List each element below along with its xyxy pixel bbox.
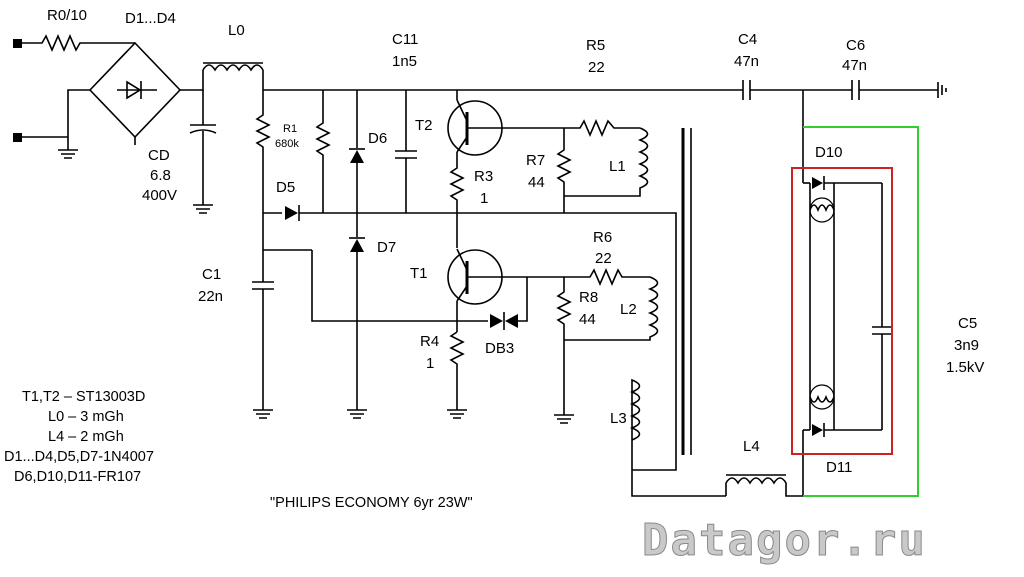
- c11-capacitor: [395, 90, 417, 213]
- label-r4-value: 1: [426, 355, 434, 372]
- c1-capacitor: [252, 213, 312, 419]
- l1-inductor: [564, 127, 649, 197]
- lamp-highlight-red: [791, 167, 893, 455]
- label-c4-value: 47n: [734, 53, 759, 70]
- label-r5-value: 22: [588, 59, 605, 76]
- label-c4: C4: [738, 31, 757, 48]
- bridge-rectifier: [88, 41, 182, 139]
- label-r6: R6: [593, 229, 612, 246]
- label-c5: C5: [958, 315, 977, 332]
- label-r0: R0/10: [47, 7, 87, 24]
- label-c1: C1: [202, 266, 221, 283]
- r0-resistor: [22, 33, 112, 53]
- label-d10: D10: [815, 144, 843, 161]
- label-r5: R5: [586, 37, 605, 54]
- c4-capacitor: [742, 80, 852, 100]
- label-c1-value: 22n: [198, 288, 223, 305]
- label-db3: DB3: [485, 340, 514, 357]
- l3-inductor: [629, 378, 726, 497]
- label-l3: L3: [610, 410, 627, 427]
- label-t1: T1: [410, 265, 428, 282]
- label-r8: R8: [579, 289, 598, 306]
- note-1: T1,T2 – ST13003D: [22, 389, 145, 405]
- d5-diode: [285, 205, 300, 221]
- label-cd-value1: 6.8: [150, 167, 171, 184]
- c5-capacitor: [872, 183, 892, 430]
- note-2: L0 – 3 mGh: [48, 409, 124, 425]
- watermark: Datagor.ru: [642, 515, 927, 566]
- cd-capacitor: [189, 124, 217, 214]
- r8-resistor: [556, 277, 572, 415]
- label-c11: C11: [392, 31, 418, 48]
- r5-resistor: [564, 118, 640, 138]
- c6-capacitor: [851, 80, 947, 100]
- resistor-2: [315, 90, 331, 213]
- r3-resistor: [449, 152, 465, 213]
- r6-resistor: [564, 267, 650, 287]
- input-terminal-2: [13, 133, 22, 142]
- t1-transistor: [447, 248, 564, 305]
- label-l4: L4: [743, 438, 760, 455]
- label-d1d4: D1...D4: [125, 10, 176, 27]
- lamp-highlight-green: [803, 126, 919, 497]
- label-c5-value1: 3n9: [954, 337, 979, 354]
- note-4: D1...D4,D5,D7-1N4007: [4, 449, 154, 465]
- r7-resistor: [556, 128, 572, 213]
- label-d5: D5: [276, 179, 295, 196]
- r4-resistor: [449, 331, 465, 410]
- lamp-tube: [802, 172, 882, 496]
- label-c6: C6: [846, 37, 865, 54]
- label-r6-value: 22: [595, 250, 612, 267]
- label-l2: L2: [620, 301, 637, 318]
- label-r1: R1: [283, 123, 297, 135]
- note-5: D6,D10,D11-FR107: [14, 469, 141, 485]
- label-r1-value: 680k: [275, 138, 299, 150]
- schematic-title: "PHILIPS ECONOMY 6yr 23W": [270, 495, 473, 511]
- label-r7-value: 44: [528, 174, 545, 191]
- d7-diode: [347, 213, 367, 419]
- label-l1: L1: [609, 158, 626, 175]
- d6-diode: [349, 90, 365, 213]
- note-3: L4 – 2 mGh: [48, 429, 124, 445]
- db3-diac: [311, 250, 528, 330]
- label-d7: D7: [377, 239, 396, 256]
- input-terminal-1: [13, 39, 22, 48]
- l4-inductor: [725, 474, 803, 497]
- label-r3: R3: [474, 168, 493, 185]
- r1-resistor: [255, 90, 271, 213]
- label-r7: R7: [526, 152, 545, 169]
- label-c11-value: 1n5: [392, 53, 417, 70]
- label-cd: CD: [148, 147, 170, 164]
- label-d6: D6: [368, 130, 387, 147]
- label-cd-value2: 400V: [142, 187, 177, 204]
- label-d11: D11: [826, 459, 852, 476]
- label-t2: T2: [415, 117, 433, 134]
- ground-symbol: [58, 149, 78, 159]
- label-c5-value2: 1.5kV: [946, 359, 984, 376]
- label-c6-value: 47n: [842, 57, 867, 74]
- l2-inductor: [564, 276, 659, 341]
- label-r3-value: 1: [480, 190, 488, 207]
- label-l0: L0: [228, 22, 245, 39]
- t2-transistor: [447, 99, 564, 156]
- l0-inductor: [202, 62, 264, 90]
- label-r8-value: 44: [579, 311, 596, 328]
- label-r4: R4: [420, 333, 439, 350]
